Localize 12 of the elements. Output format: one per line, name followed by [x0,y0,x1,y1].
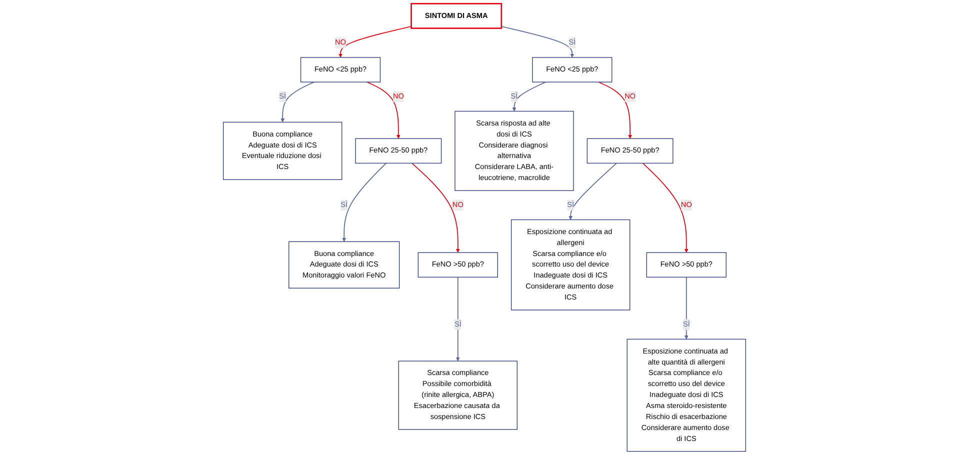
arrow [512,82,546,112]
arrow [456,276,460,362]
arrow [366,82,400,139]
arrow [598,82,632,139]
arrow [568,162,618,220]
arrow [342,162,387,242]
arrow [500,26,574,58]
arrow [280,82,314,122]
arrow [684,276,688,340]
arrow [338,26,412,58]
arrow [642,162,688,253]
arrow [411,162,460,253]
